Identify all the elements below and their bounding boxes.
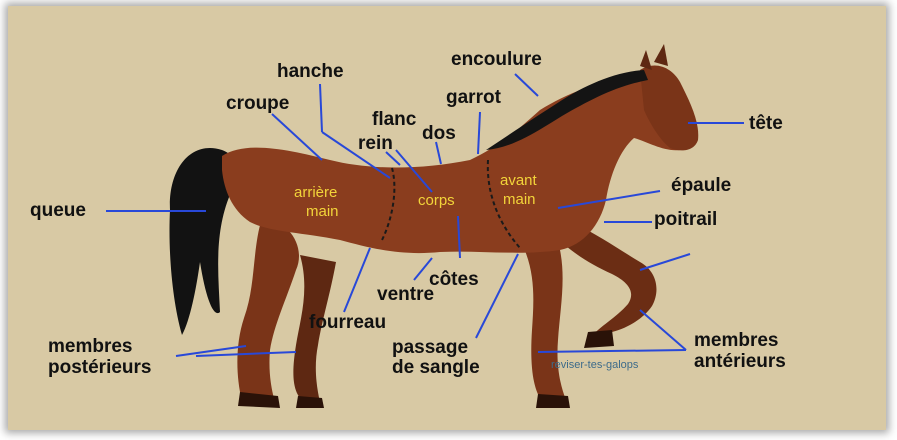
label-tete: tête [749, 114, 783, 134]
label-encoulure: encoulure [451, 50, 542, 70]
leader-line-hanche [320, 84, 322, 132]
label-membres-posterieurs-line2: postérieurs [48, 358, 151, 378]
horse-hoof [238, 392, 280, 408]
horse-front-leg-near [520, 240, 566, 400]
label-membres-anterieurs-line2: antérieurs [694, 352, 786, 372]
leader-line-membres-anterieurs [538, 350, 686, 352]
watermark: reviser-tes-galops [551, 359, 638, 371]
label-garrot: garrot [446, 88, 501, 108]
leader-line-dos [436, 142, 441, 164]
label-passage-de-sangle-line2: de sangle [392, 358, 480, 378]
label-passage-de-sangle-line1: passage [392, 338, 468, 358]
label-epaule: épaule [671, 176, 731, 196]
horse-hoof [536, 394, 570, 408]
label-cotes: côtes [429, 270, 479, 290]
horse-hind-leg-near [237, 218, 299, 406]
horse-ear [654, 44, 668, 66]
label-poitrail: poitrail [654, 210, 717, 230]
zone-corps: corps [418, 192, 455, 209]
horse-hoof [296, 396, 324, 408]
leader-line-membres-anterieurs [640, 310, 686, 350]
label-membres-anterieurs-line1: membres [694, 331, 779, 351]
label-hanche: hanche [277, 62, 344, 82]
label-fourreau: fourreau [309, 313, 386, 333]
label-dos: dos [422, 124, 456, 144]
label-croupe: croupe [226, 94, 289, 114]
leader-line-garrot [478, 112, 480, 154]
label-membres-posterieurs-line1: membres [48, 337, 133, 357]
label-flanc: flanc [372, 110, 416, 130]
label-ventre: ventre [377, 285, 434, 305]
zone-avant-main-line2: main [503, 191, 536, 208]
zone-avant-main-line1: avant [500, 172, 537, 189]
zone-arriere-main-line2: main [306, 203, 339, 220]
label-rein: rein [358, 134, 393, 154]
leader-line-encoulure [515, 74, 538, 96]
leader-line-membres-anterieurs [640, 254, 690, 270]
leader-line-passage-de-sangle [476, 254, 518, 338]
horse-ear [640, 50, 652, 70]
horse-hoof-raised [584, 330, 614, 348]
leader-line-fourreau [344, 248, 370, 312]
label-queue: queue [30, 201, 86, 221]
zone-arriere-main-line1: arrière [294, 184, 337, 201]
